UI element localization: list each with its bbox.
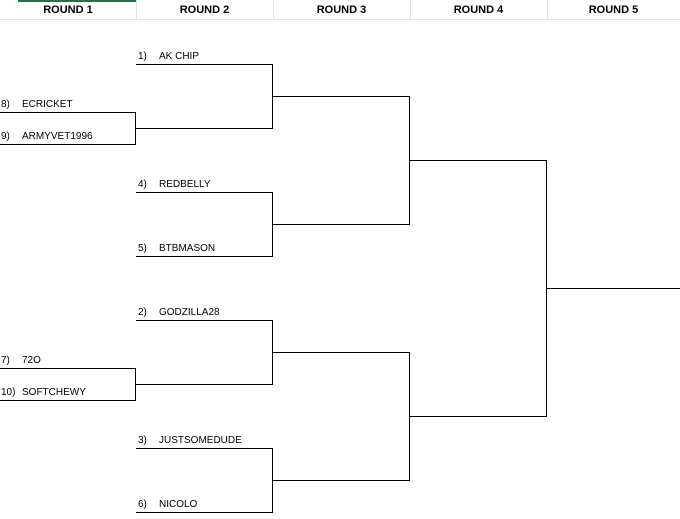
- player-name[interactable]: ECRICKET: [22, 99, 73, 110]
- round-1-header[interactable]: ROUND 1: [43, 4, 93, 16]
- bracket-line: [136, 256, 273, 257]
- player-name[interactable]: JUSTSOMEDUDE: [159, 435, 242, 446]
- player-name[interactable]: BTBMASON: [159, 243, 216, 254]
- seed-label: 1): [138, 51, 147, 62]
- bracket-line: [410, 160, 547, 161]
- bracket-line: [136, 192, 273, 193]
- seed-label: 5): [138, 243, 147, 254]
- selected-column-indicator: [18, 0, 136, 2]
- seed-label: 7): [1, 355, 10, 366]
- bracket-line: [0, 144, 136, 145]
- bracket-line: [136, 512, 273, 513]
- bracket-connector: [272, 192, 273, 257]
- seed-label: 10): [1, 387, 16, 398]
- seed-label: 3): [138, 435, 147, 446]
- bracket-line: [273, 96, 410, 97]
- bracket-connector: [409, 96, 410, 225]
- bracket-line: [136, 320, 273, 321]
- bracket-line: [0, 368, 136, 369]
- round-5-header[interactable]: ROUND 5: [588, 4, 639, 16]
- player-name[interactable]: ARMYVET1996: [22, 131, 93, 142]
- player-name[interactable]: GODZILLA28: [159, 307, 220, 318]
- player-name[interactable]: SOFTCHEWY: [22, 387, 86, 398]
- bracket-connector: [135, 368, 136, 401]
- header-border: [0, 19, 680, 20]
- round-2-header[interactable]: ROUND 2: [179, 4, 230, 16]
- column-divider: [410, 0, 411, 19]
- bracket-connector: [272, 448, 273, 513]
- bracket-line: [0, 112, 136, 113]
- bracket-connector: [546, 160, 547, 417]
- bracket-line: [136, 64, 273, 65]
- seed-label: 6): [138, 499, 147, 510]
- bracket-line: [273, 224, 410, 225]
- player-name[interactable]: REDBELLY: [159, 179, 211, 190]
- player-name[interactable]: NICOLO: [159, 499, 198, 510]
- column-divider: [273, 0, 274, 19]
- player-name[interactable]: 72O: [22, 355, 41, 366]
- bracket-connector: [135, 112, 136, 145]
- column-divider: [136, 0, 137, 19]
- round-3-header[interactable]: ROUND 3: [316, 4, 367, 16]
- bracket-connector: [409, 352, 410, 481]
- seed-label: 4): [138, 179, 147, 190]
- bracket-line: [273, 352, 410, 353]
- bracket-line: [136, 448, 273, 449]
- final-line: [547, 288, 680, 289]
- bracket-line: [136, 128, 273, 129]
- bracket-line: [410, 416, 547, 417]
- bracket-line: [273, 480, 410, 481]
- round-4-header[interactable]: ROUND 4: [453, 4, 504, 16]
- bracket-line: [0, 400, 136, 401]
- seed-label: 9): [1, 131, 10, 142]
- column-divider: [547, 0, 548, 19]
- seed-label: 2): [138, 307, 147, 318]
- player-name[interactable]: AK CHIP: [159, 51, 200, 62]
- seed-label: 8): [1, 99, 10, 110]
- bracket-connector: [272, 64, 273, 129]
- bracket-line: [136, 384, 273, 385]
- bracket-connector: [272, 320, 273, 385]
